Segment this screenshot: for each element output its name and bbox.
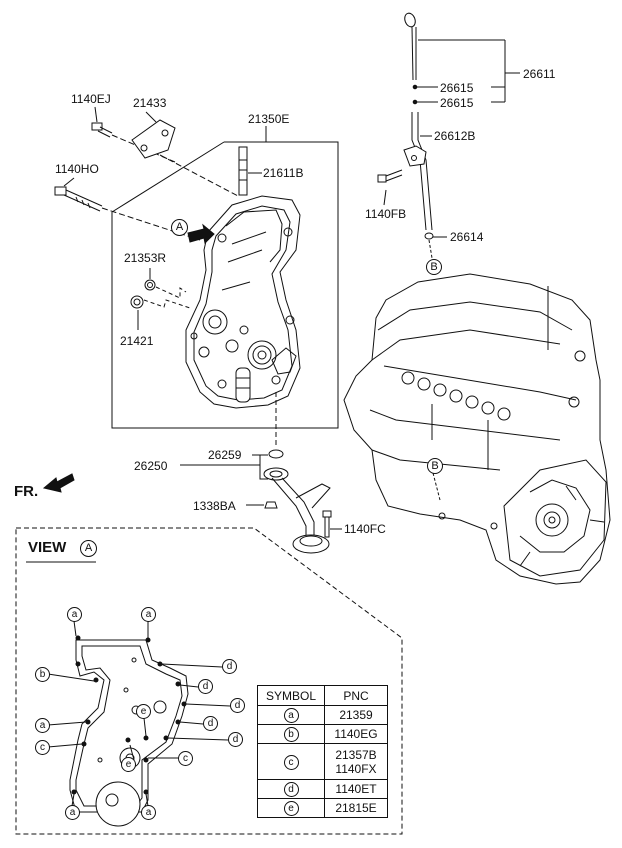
o-ring-26614 xyxy=(424,232,434,240)
legend-row: e 21815E xyxy=(257,798,388,818)
stud-21611b xyxy=(238,146,248,196)
part-21353r: 21353R xyxy=(124,251,167,265)
legend-symbol: b xyxy=(283,727,299,742)
bolt-1140ho xyxy=(54,186,103,212)
view-bolt-dots xyxy=(71,635,187,795)
callout-d-5: d xyxy=(228,732,243,747)
callout-a-middle-left: a xyxy=(35,718,50,733)
part-26250: 26250 xyxy=(134,459,168,473)
view-frame xyxy=(15,527,403,835)
legend-pnc: 21359 xyxy=(324,705,388,725)
view-marker: A xyxy=(80,540,97,557)
legend-pnc: 21815E xyxy=(324,798,388,818)
callout-c-right: c xyxy=(178,751,193,766)
bolt-1140ej xyxy=(91,122,113,138)
engine-block xyxy=(343,273,611,585)
callout-a-top-left: a xyxy=(67,607,82,622)
part-26615-a: 26615 xyxy=(440,81,474,95)
callout-d-2: d xyxy=(198,679,213,694)
legend-row: b 1140EG xyxy=(257,724,388,744)
part-21350e: 21350E xyxy=(248,112,290,126)
dipstick-26611 xyxy=(404,12,417,81)
part-1140ej: 1140EJ xyxy=(71,92,111,106)
callout-e-1: e xyxy=(136,704,151,719)
bolt-1338ba xyxy=(264,501,278,509)
seal-21353r xyxy=(144,279,156,291)
legend-pnc: 1140EG xyxy=(324,724,388,744)
legend-header-symbol: SYMBOL xyxy=(257,685,325,706)
part-26615-b: 26615 xyxy=(440,96,474,110)
part-1140fc: 1140FC xyxy=(344,522,386,536)
callout-e-2: e xyxy=(121,757,136,772)
part-21433: 21433 xyxy=(133,96,167,110)
bolt-1140fb xyxy=(377,169,403,183)
legend-pnc-line-1: 21357B xyxy=(335,747,377,762)
legend-pnc: 1140ET xyxy=(324,779,388,799)
callout-c-left: c xyxy=(35,740,50,755)
callout-b-left: b xyxy=(35,667,50,682)
part-26612b: 26612B xyxy=(434,129,476,143)
gasket-26259 xyxy=(268,449,284,459)
legend-row: d 1140ET xyxy=(257,779,388,799)
legend-header-row: SYMBOL PNC xyxy=(257,685,388,706)
legend-pnc-line-2: 1140FX xyxy=(335,761,377,776)
callout-d-1: d xyxy=(222,659,237,674)
cover-group-frame xyxy=(111,141,339,429)
part-1338ba: 1338BA xyxy=(193,499,236,513)
marker-b-top: B xyxy=(426,259,442,275)
part-21421: 21421 xyxy=(120,334,154,348)
legend-symbol: e xyxy=(283,801,299,816)
legend-symbol: c xyxy=(283,754,299,770)
callout-a-top-right: a xyxy=(141,607,156,622)
bolt-1140fc xyxy=(322,510,332,538)
view-cover-outline xyxy=(69,639,189,827)
ring-21421 xyxy=(130,295,144,309)
legend-header-pnc: PNC xyxy=(324,685,388,706)
callout-d-4: d xyxy=(203,716,218,731)
callout-a-bottom-left: a xyxy=(65,805,80,820)
fr-arrow xyxy=(42,473,75,493)
legend-row: a 21359 xyxy=(257,705,388,725)
callout-d-3: d xyxy=(230,698,245,713)
view-title: VIEW xyxy=(28,539,67,556)
marker-a: A xyxy=(171,219,188,236)
bracket-21433 xyxy=(131,119,176,159)
legend-symbol: a xyxy=(283,708,299,723)
part-21611b: 21611B xyxy=(263,166,304,180)
marker-b-engine: B xyxy=(427,458,443,474)
callout-a-bottom-right: a xyxy=(141,805,156,820)
oil-strainer-26250 xyxy=(263,467,331,554)
timing-cover xyxy=(185,195,301,409)
guide-tube-26612b xyxy=(403,112,433,231)
part-26259: 26259 xyxy=(208,448,242,462)
part-26611: 26611 xyxy=(523,67,556,81)
part-1140ho: 1140HO xyxy=(55,162,99,176)
legend-symbol: d xyxy=(283,782,299,797)
view-arrow xyxy=(187,223,215,245)
part-1140fb: 1140FB xyxy=(365,207,407,221)
part-26614: 26614 xyxy=(450,230,484,244)
fr-label: FR. xyxy=(14,483,39,500)
view-leaders xyxy=(47,620,231,807)
